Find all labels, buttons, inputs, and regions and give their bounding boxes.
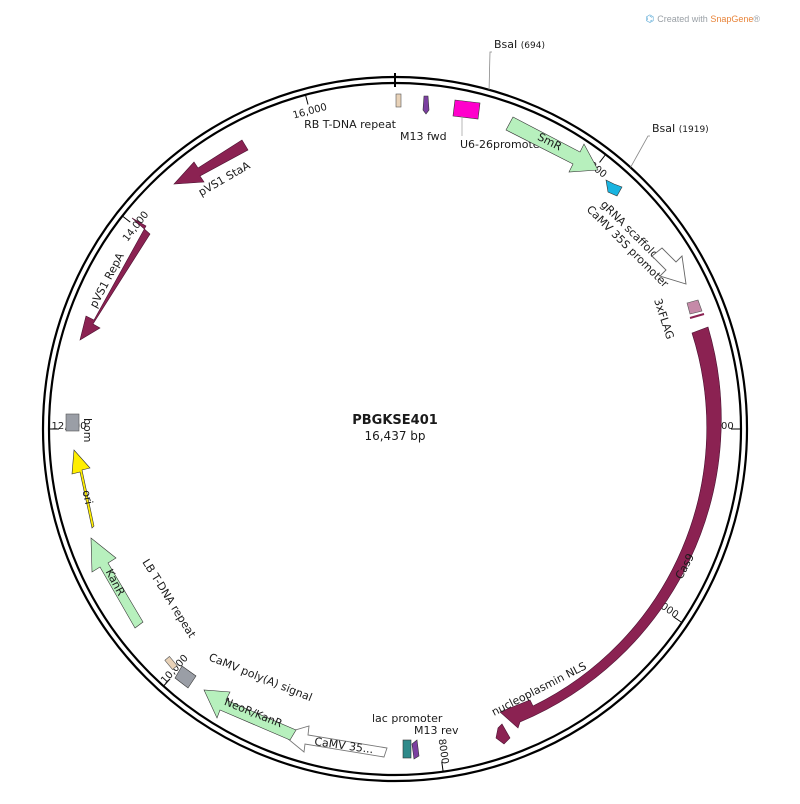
feature-label-rb-tdna-repeat: RB T-DNA repeat [304,118,397,131]
feature-cas9[interactable] [499,326,722,729]
site-leader-line [630,135,650,168]
restriction-site-label: BsaI (1919) [652,122,709,135]
feature-label-bom: bom [81,418,94,442]
svg-text:​: ​ [516,164,521,176]
credit-reg: ® [753,14,760,24]
tick-mark [122,215,131,223]
feature-grna-scaffold[interactable] [605,179,623,197]
snapgene-logo-icon: ⌬ [645,14,655,25]
feature-camv-35s-promoter[interactable] [651,247,687,285]
feature-label-m13-fwd: M13 fwd [400,130,447,143]
feature-m13-rev[interactable] [411,739,420,760]
feature-label-kanr: KanR [103,567,128,598]
tick-mark [304,94,309,105]
feature-neor-kanr[interactable] [203,689,297,741]
tick-mark [673,616,683,623]
site-leader-line [488,51,492,90]
feature-pvs1-staa[interactable] [173,139,249,185]
feature-lb-tdna-repeat[interactable] [164,656,178,670]
feature-label-u6-26-promoter: U6-26promoter [460,138,545,151]
tick-mark [599,154,607,163]
tick-label: 8000 [436,738,450,765]
feature-ori[interactable] [71,449,95,529]
feature-rb-tdna-repeat[interactable] [395,93,402,108]
feature-camv-polya[interactable] [174,665,197,689]
feature-3xflag-stripe [689,313,705,319]
feature-label-m13-rev: M13 rev [414,724,459,737]
feature-smr[interactable] [505,116,599,173]
feature-label-camv-35s-2: CaMV 35... [314,735,375,756]
restriction-site-label: BsaI (694) [494,38,545,51]
feature-label-lb-tdna-repeat: LB T-DNA repeat [139,557,198,641]
restriction-sites: BsaI (694) BsaI (1919) [488,38,709,168]
feature-label-3xflag: 3xFLAG [651,297,676,341]
feature-m13-fwd[interactable] [422,95,430,115]
tick-mark [163,678,171,687]
feature-nucleoplasmin-nls[interactable] [495,723,511,745]
feature-lac-promoter[interactable] [402,739,412,759]
feature-bom[interactable] [65,413,80,432]
feature-3xflag[interactable] [686,299,703,315]
plasmid-size: 16,437 bp [364,429,425,443]
credit-prefix: Created with [657,14,711,24]
tick-mark [441,761,444,772]
feature-label-camv-35s-promoter: CaMV 35S promoter [584,203,672,291]
feature-label-lac-promoter: lac promoter [372,712,443,725]
feature-kanr[interactable] [90,537,144,629]
feature-label-ori: ori [80,489,96,506]
plasmid-name: PBGKSE401 [352,413,438,428]
snapgene-credit: ⌬Created with SnapGene® [646,14,760,25]
credit-brand: SnapGene [710,14,754,24]
feature-u6-26-promoter[interactable] [452,99,481,120]
feature-pvs1-repa[interactable] [79,217,151,341]
